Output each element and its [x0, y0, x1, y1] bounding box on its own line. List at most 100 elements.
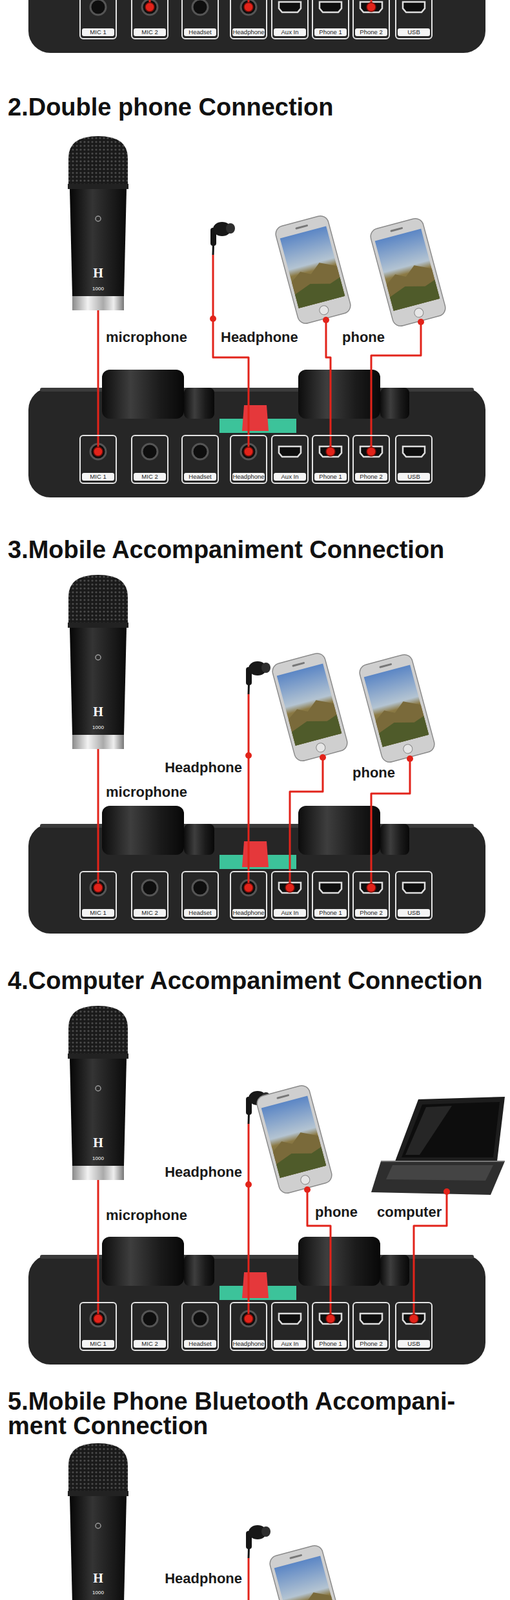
cable [213, 255, 249, 452]
port-label: Phone 2 [355, 909, 388, 918]
plug-dots [93, 2, 419, 1325]
brand-logo: H [92, 266, 104, 280]
part-label: phone [342, 329, 385, 346]
port-label: Phone 1 [314, 28, 347, 37]
cable-dots [209, 315, 450, 1196]
port-label: Phone 2 [355, 1340, 388, 1349]
port-box: MIC 2 [131, 435, 169, 485]
cable [97, 749, 100, 889]
port-box: USB [395, 1302, 433, 1352]
part-label: microphone [105, 329, 188, 346]
sound-card [28, 369, 486, 498]
plug-dot [93, 1315, 103, 1325]
laptop-keyboard [386, 1165, 494, 1182]
phone-figure [368, 216, 448, 328]
part-label: microphone [105, 785, 188, 801]
part-label: Headphone [164, 760, 243, 776]
port-label: Headphone [232, 473, 265, 481]
port-label: MIC 2 [133, 1340, 166, 1349]
section-heading: 2.Double phone Connection [7, 94, 505, 120]
plug-dot [93, 447, 103, 457]
port-label: Headset [183, 1340, 217, 1349]
plug-dot [93, 883, 103, 893]
port-label: Headphone [232, 28, 265, 37]
microphone-figure [67, 1444, 129, 1600]
phone-figure [255, 1084, 334, 1196]
model-number: 1000 [92, 724, 104, 731]
plug-dot [366, 2, 376, 12]
part-label: phone [352, 765, 396, 782]
port-box: MIC 1 [79, 0, 117, 40]
port-box: Headset [181, 435, 219, 485]
port-box: Phone 1 [311, 435, 350, 485]
sound-card [28, 806, 486, 935]
port-box: Phone 2 [352, 871, 390, 921]
port-label: MIC 1 [81, 28, 115, 37]
sound-card [28, 0, 486, 53]
laptop-edge [380, 1161, 505, 1163]
phone-figure [357, 653, 437, 765]
plug-dot [326, 447, 336, 457]
cable-dot [443, 1189, 450, 1196]
port-label: MIC 1 [81, 909, 115, 918]
port-box: Phone 1 [311, 871, 350, 921]
cable-dot [322, 316, 330, 324]
port-label: USB [397, 909, 430, 918]
port-box: USB [395, 435, 433, 485]
phone-figure [273, 214, 353, 326]
port-box: Phone 2 [352, 1302, 390, 1352]
port-box: Aux In [271, 871, 309, 921]
model-number: 1000 [92, 1156, 104, 1163]
port-box: Headset [181, 0, 219, 40]
plug-dot [285, 883, 295, 893]
port-label: Phone 2 [355, 28, 388, 37]
port-box: Aux In [271, 0, 309, 40]
port-box: Phone 2 [352, 435, 390, 485]
port-box: Phone 2 [352, 0, 390, 40]
cable-dot [245, 1182, 252, 1189]
port-box: Headphone [229, 1302, 268, 1352]
port-label: MIC 1 [81, 473, 115, 481]
part-label: Headphone [220, 329, 299, 346]
port-label: USB [397, 1340, 430, 1349]
port-box: MIC 1 [79, 1302, 117, 1352]
port-box: MIC 2 [131, 0, 169, 40]
cable [97, 1180, 100, 1320]
port-box: Aux In [271, 1302, 309, 1352]
model-number: 1000 [92, 285, 104, 292]
laptop-lid [395, 1097, 505, 1163]
port-label: Phone 1 [314, 1340, 347, 1349]
model-number: 1000 [92, 1590, 104, 1597]
plug-dot [244, 1315, 254, 1325]
port-label: Headset [183, 473, 217, 481]
plug-dot [409, 1315, 419, 1325]
port-box: Headset [181, 1302, 219, 1352]
port-box: Phone 1 [311, 1302, 350, 1352]
port-label: Aux In [273, 1340, 306, 1349]
port-box: Headphone [229, 871, 268, 921]
port-label: Headphone [232, 909, 265, 918]
port-label: Headset [183, 28, 217, 37]
port-label: MIC 2 [133, 909, 166, 918]
port-box: Headphone [229, 435, 268, 485]
cable [247, 694, 250, 889]
cable [247, 1124, 250, 1320]
cable-dot [406, 755, 414, 763]
port-box: Aux In [271, 435, 309, 485]
cable [289, 755, 323, 889]
port-label: Phone 1 [314, 473, 347, 481]
earbud-figure [245, 1526, 271, 1560]
port-label: MIC 2 [133, 28, 166, 37]
port-box: Phone 1 [311, 0, 350, 40]
cable [97, 310, 100, 452]
cables [98, 0, 447, 1600]
port-label: Headset [183, 909, 217, 918]
port-box: USB [395, 871, 433, 921]
cable [247, 1559, 250, 1600]
microphone-figure [67, 1006, 129, 1181]
plug-dot [244, 2, 254, 12]
port-box: MIC 2 [131, 871, 169, 921]
port-box: MIC 1 [79, 871, 117, 921]
phone-figure [267, 1544, 347, 1600]
port-box: MIC 2 [131, 1302, 169, 1352]
